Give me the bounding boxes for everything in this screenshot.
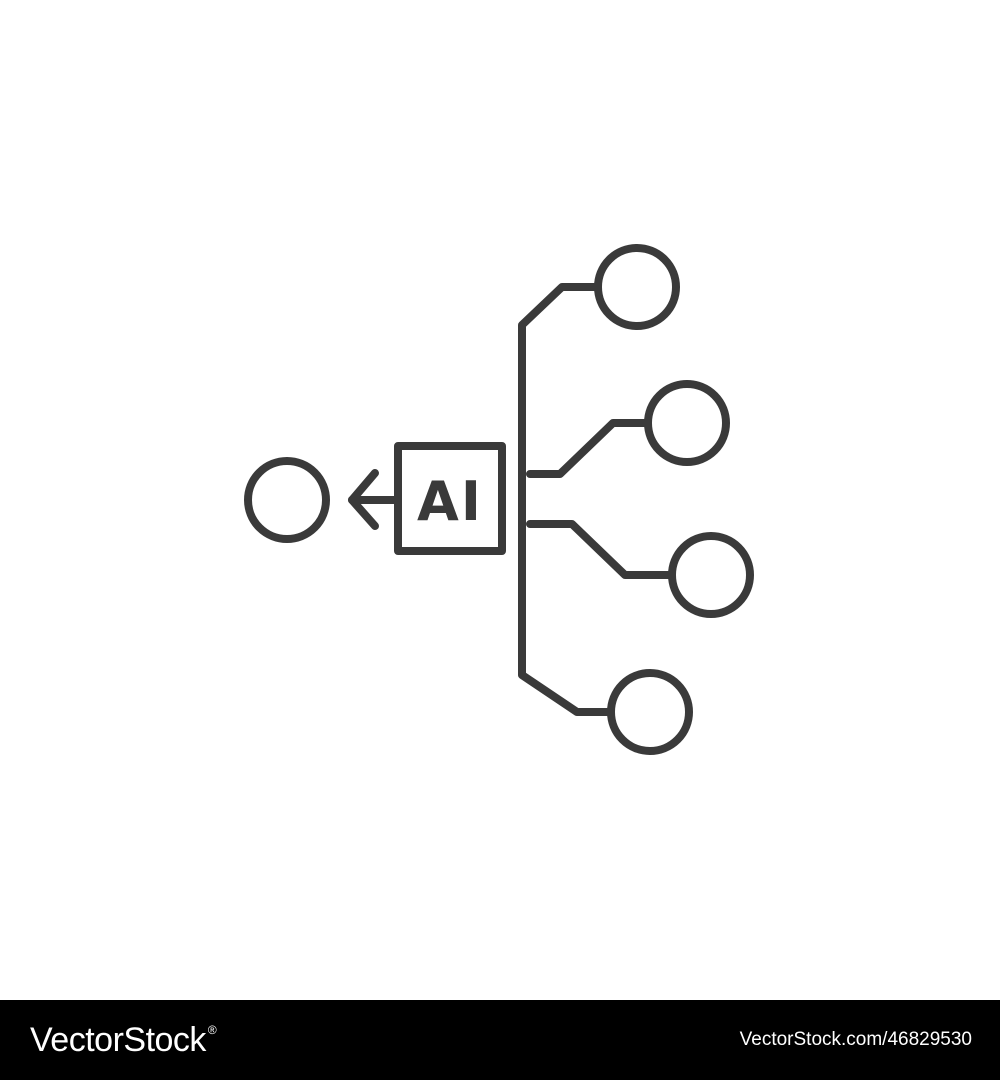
image-credit: VectorStock.com/46829530 — [739, 1029, 972, 1050]
input-node-circle-1 — [594, 244, 680, 330]
output-node-circle — [244, 457, 330, 543]
ai-chip-box — [394, 442, 506, 555]
ai-network-icon: AI — [244, 244, 754, 755]
watermark-footer: VectorStock ® VectorStock.com/46829530 — [0, 1000, 1000, 1080]
brand-name: VectorStock — [30, 1020, 206, 1059]
registered-mark: ® — [207, 1022, 217, 1037]
lower-branch-connector — [526, 520, 675, 579]
arrow-left-icon — [348, 469, 399, 530]
brand-logo: VectorStock ® — [30, 1020, 217, 1060]
input-node-circle-3 — [668, 532, 754, 618]
input-node-circle-4 — [607, 669, 693, 755]
ai-chip-label: AI — [417, 470, 483, 533]
input-node-circle-2 — [644, 380, 730, 466]
upper-branch-connector — [526, 419, 649, 478]
trunk-connector — [518, 283, 614, 716]
